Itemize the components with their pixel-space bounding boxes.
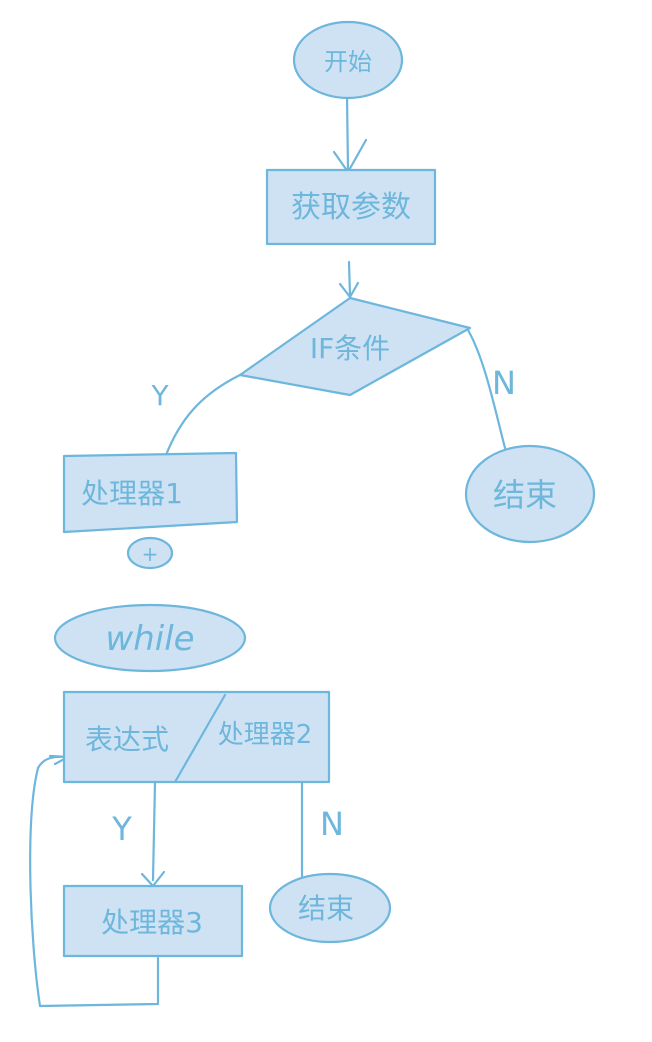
if-condition-label: IF条件 bbox=[310, 332, 390, 365]
process3-node[interactable] bbox=[62, 884, 244, 958]
get-params-label: 获取参数 bbox=[291, 190, 411, 225]
end1-node[interactable] bbox=[464, 444, 596, 544]
process2-label: 处理器2 bbox=[218, 720, 313, 750]
get-params-node[interactable] bbox=[265, 168, 437, 246]
if-no-label: N bbox=[492, 364, 516, 402]
loop-yes-label: Y bbox=[111, 810, 132, 848]
while-body-divider bbox=[173, 693, 227, 784]
connector-params-to-if bbox=[338, 260, 360, 299]
end2-node[interactable] bbox=[268, 872, 392, 944]
connector-start-to-params bbox=[332, 93, 368, 174]
connector-loop-back bbox=[29, 754, 160, 1008]
if-yes-label: Y bbox=[150, 379, 169, 412]
expression-label: 表达式 bbox=[85, 723, 169, 756]
plus-label: + bbox=[142, 542, 159, 566]
start-label: 开始 bbox=[324, 48, 372, 76]
loop-no-label: N bbox=[320, 805, 344, 843]
while-node[interactable] bbox=[53, 603, 247, 673]
end2-label: 结束 bbox=[298, 892, 354, 925]
while-body-node[interactable] bbox=[62, 690, 331, 784]
connector-if-yes bbox=[164, 373, 242, 457]
process3-label: 处理器3 bbox=[101, 906, 203, 939]
if-condition-node[interactable] bbox=[238, 296, 472, 397]
plus-node[interactable] bbox=[126, 536, 174, 570]
connector-if-no bbox=[466, 328, 507, 450]
process1-label: 处理器1 bbox=[81, 477, 183, 510]
while-label: while bbox=[105, 619, 194, 659]
connector-expression-yes bbox=[140, 780, 166, 888]
start-node[interactable] bbox=[292, 20, 404, 100]
end1-label: 结束 bbox=[493, 476, 557, 514]
process1-node[interactable] bbox=[62, 451, 239, 534]
connectors bbox=[29, 93, 507, 1008]
